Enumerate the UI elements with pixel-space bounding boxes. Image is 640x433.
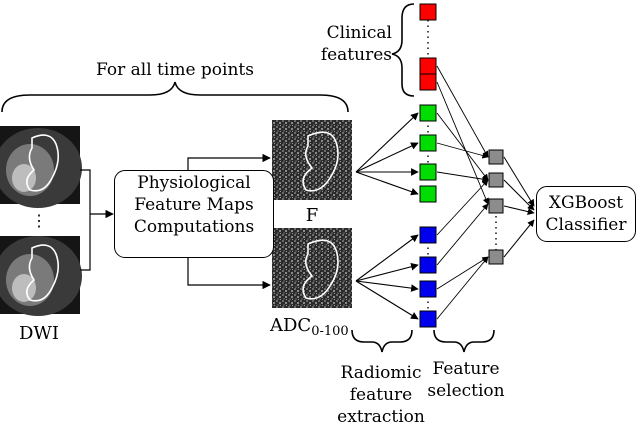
selection-brace [433, 329, 495, 353]
f-feature-square-1 [419, 104, 437, 122]
clinical-features-label: Clinical features [314, 22, 392, 66]
classifier-arrows [503, 156, 535, 258]
clinical-feature-square-1 [419, 3, 437, 21]
feature-column-dots [427, 20, 497, 312]
clinical-brace [391, 3, 415, 97]
arrow-process-to-f [187, 153, 271, 170]
selected-feature-square-3 [488, 198, 504, 214]
process-line-1: Physiological [137, 173, 251, 193]
classifier-line-1: XGBoost [548, 193, 624, 213]
adc-extraction-arrows [355, 234, 419, 320]
selected-feature-square-4 [488, 249, 504, 265]
clinical-feature-square-3 [419, 73, 437, 91]
selection-line-2: selection [427, 381, 505, 401]
dwi-label: DWI [18, 323, 60, 344]
f-extraction-arrows [355, 112, 419, 196]
time-points-brace [1, 81, 349, 113]
dwi-image-bottom [0, 236, 82, 316]
selected-feature-square-2 [488, 172, 504, 188]
radiomic-line-2: feature [349, 385, 413, 405]
feature-selection-label: Feature selection [424, 358, 508, 402]
radiomic-line-3: extraction [337, 407, 425, 427]
adc-map-image [272, 228, 352, 308]
dwi-bracket [80, 169, 91, 271]
classifier-line-2: Classifier [545, 215, 627, 235]
f-map-label: F [305, 205, 319, 226]
dwi-image-top [0, 126, 82, 208]
adc-map-label: ADC0-100 [270, 315, 349, 339]
adc-feature-square-2 [419, 256, 437, 274]
f-map-image [272, 120, 352, 200]
radiomic-extraction-label: Radiomic feature extraction [326, 362, 436, 428]
clinical-line-2: features [320, 45, 392, 65]
feature-maps-computation-box: Physiological Feature Maps Computations [114, 170, 274, 258]
f-feature-square-4 [419, 185, 437, 203]
arrow-process-to-adc [187, 258, 271, 290]
adc-base: ADC [270, 315, 312, 336]
adc-feature-square-3 [419, 280, 437, 298]
radiomic-brace [351, 329, 413, 353]
xgboost-classifier-box: XGBoost Classifier [536, 186, 636, 242]
selected-feature-square-1 [488, 149, 504, 165]
clinical-line-1: Clinical [326, 23, 392, 43]
process-line-2: Feature Maps [134, 195, 254, 215]
adc-feature-square-1 [419, 226, 437, 244]
time-points-label: For all time points [96, 60, 254, 80]
radiomic-line-1: Radiomic [340, 363, 422, 383]
dwi-ellipsis: ⋮ [31, 211, 47, 230]
adc-subscript: 0-100 [311, 324, 349, 339]
selection-line-1: Feature [432, 359, 500, 379]
f-feature-square-3 [419, 163, 437, 181]
clinical-feature-square-2 [419, 57, 437, 75]
feature-squares [419, 3, 504, 328]
adc-feature-square-4 [419, 310, 437, 328]
selection-lines [436, 65, 489, 320]
process-line-3: Computations [133, 217, 255, 237]
f-feature-square-2 [419, 134, 437, 152]
